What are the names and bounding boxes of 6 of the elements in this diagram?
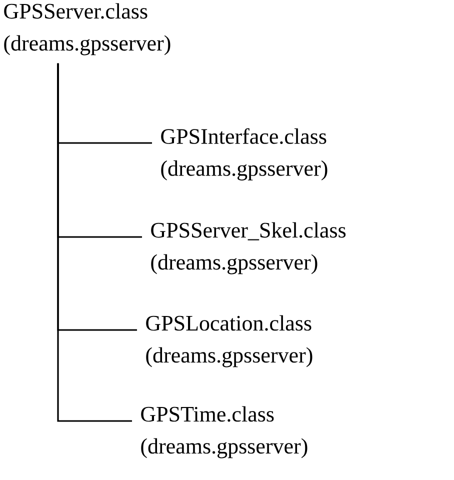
class-label: GPSServer.class (dreams.gpsserver) [4,3,170,56]
class-label: GPSTime.class (dreams.gpsserver) [141,406,308,458]
tree-connector [57,63,132,422]
class-label: GPSInterface.class (dreams.gpsserver) [161,128,328,180]
class-label: GPSServer_Skel.class (dreams.gpsserver) [151,222,346,274]
class-label: GPSLocation.class (dreams.gpsserver) [146,315,312,368]
